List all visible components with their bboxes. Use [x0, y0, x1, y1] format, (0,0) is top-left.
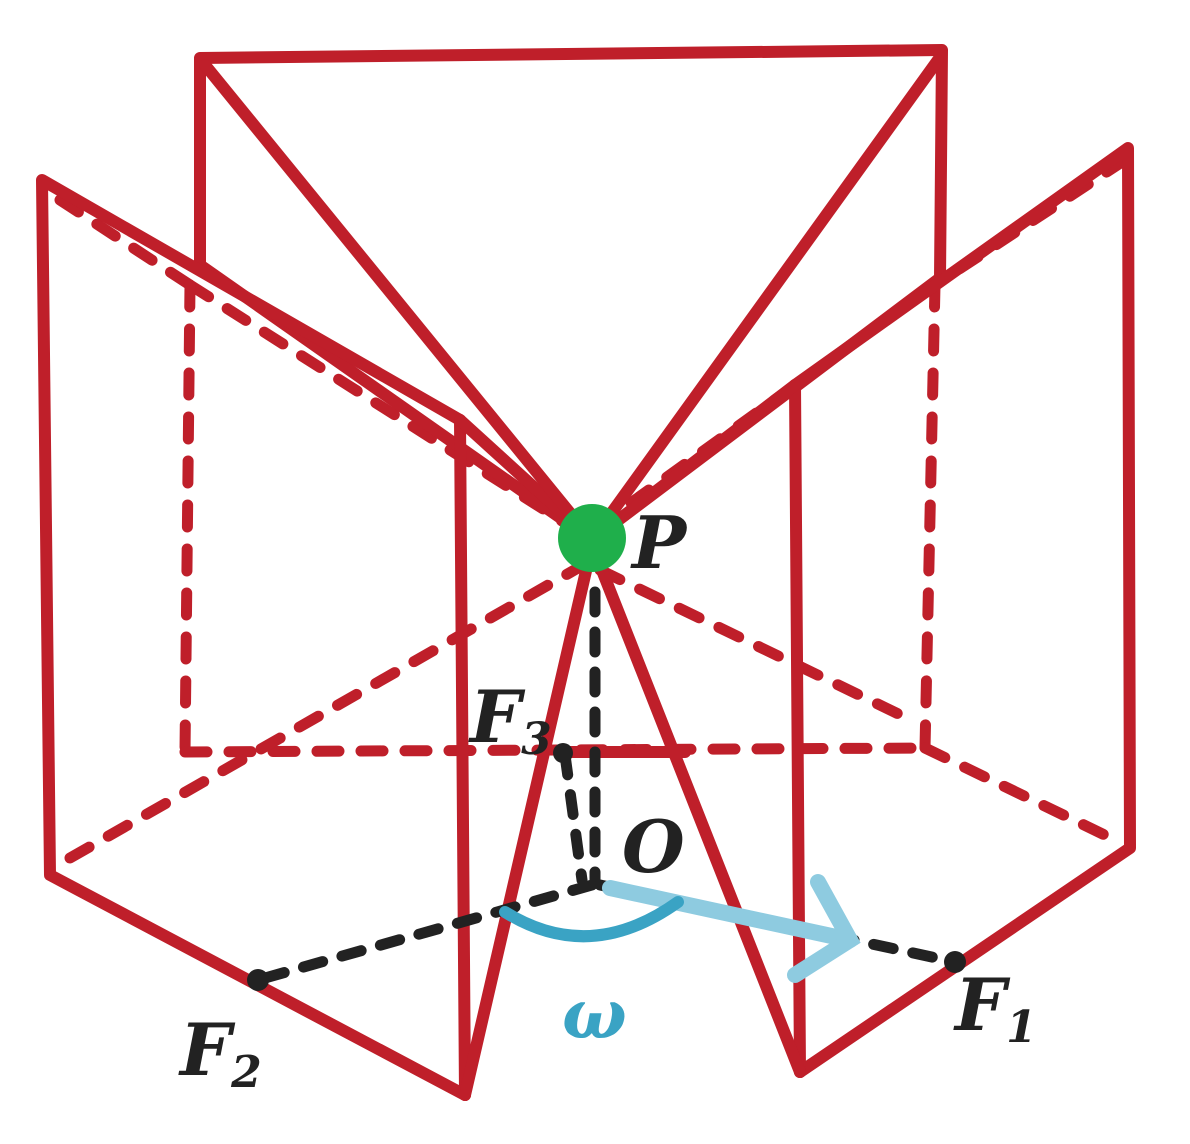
- right-plane-to-p: [586, 379, 801, 546]
- label-f2-main: F: [178, 1007, 236, 1092]
- top-plane-right-diagonal: [586, 54, 944, 546]
- label-o: O: [622, 804, 685, 889]
- left-floor-diagonal: [64, 554, 598, 864]
- top-half-plane: [194, 44, 948, 546]
- left-box-back-vertical: [179, 279, 196, 758]
- arrow: [602, 874, 861, 983]
- left-plane-front-edge: [454, 414, 471, 1101]
- point-f3: [553, 743, 573, 763]
- top-plane-diagonal: [199, 59, 598, 546]
- right-plane-front-edge: [789, 379, 806, 1078]
- point-f1: [944, 951, 966, 973]
- label-omega: ω: [562, 975, 627, 1055]
- left-half-plane: [36, 174, 471, 1101]
- right-floor-diagonal: [594, 564, 921, 728]
- angle-arc: [499, 896, 684, 943]
- point-p: [558, 504, 626, 572]
- right-box-back-vertical: [919, 279, 941, 754]
- label-p: P: [630, 500, 688, 585]
- label-f1-sub: 1: [1006, 1002, 1037, 1053]
- label-f3-sub: 3: [521, 714, 552, 765]
- arrow-shaft: [602, 880, 858, 948]
- point-f2: [247, 969, 269, 991]
- right-floor-edge: [919, 742, 1121, 846]
- left-box-top-back-edge: [54, 194, 196, 291]
- label-f1-main: F: [953, 962, 1011, 1047]
- o-to-f2-line: [252, 879, 598, 986]
- label-f3-main: F: [468, 674, 526, 759]
- construction-lines: [252, 586, 961, 986]
- label-f3: F3: [468, 674, 552, 765]
- label-f2-sub: 2: [230, 1047, 262, 1098]
- label-f2: F2: [178, 1007, 262, 1098]
- f3-to-o-line: [559, 749, 588, 886]
- arrow-head: [787, 874, 861, 983]
- label-f1: F1: [953, 962, 1037, 1053]
